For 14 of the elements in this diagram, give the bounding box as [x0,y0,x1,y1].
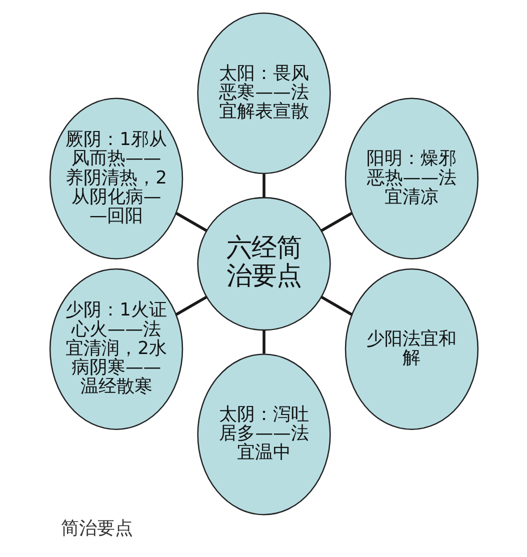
node-ellipse: 少阳法宜和解 [344,268,478,430]
connector [262,330,265,354]
connector [262,174,265,198]
caption: 简治要点 [60,518,133,539]
node-ellipse: 厥阴：1邪从风而热——养阴清热，2从阴化病——回阳 [48,98,183,260]
connector [175,212,207,232]
node-ellipse: 阳明：燥邪恶热——法宜清凉 [344,98,478,260]
connector [175,296,207,316]
node-circle: 六经简治要点 [196,197,330,331]
connector [320,296,352,316]
node-ellipse: 太阴：泻吐居多——法宜温中 [196,354,330,516]
node-ellipse: 太阳：畏风恶寒——法宜解表宣散 [196,12,330,174]
connector [320,212,352,232]
node-ellipse: 少阴：1火证心火——法宜清润，2水病阴寒——温经散寒 [48,268,183,430]
